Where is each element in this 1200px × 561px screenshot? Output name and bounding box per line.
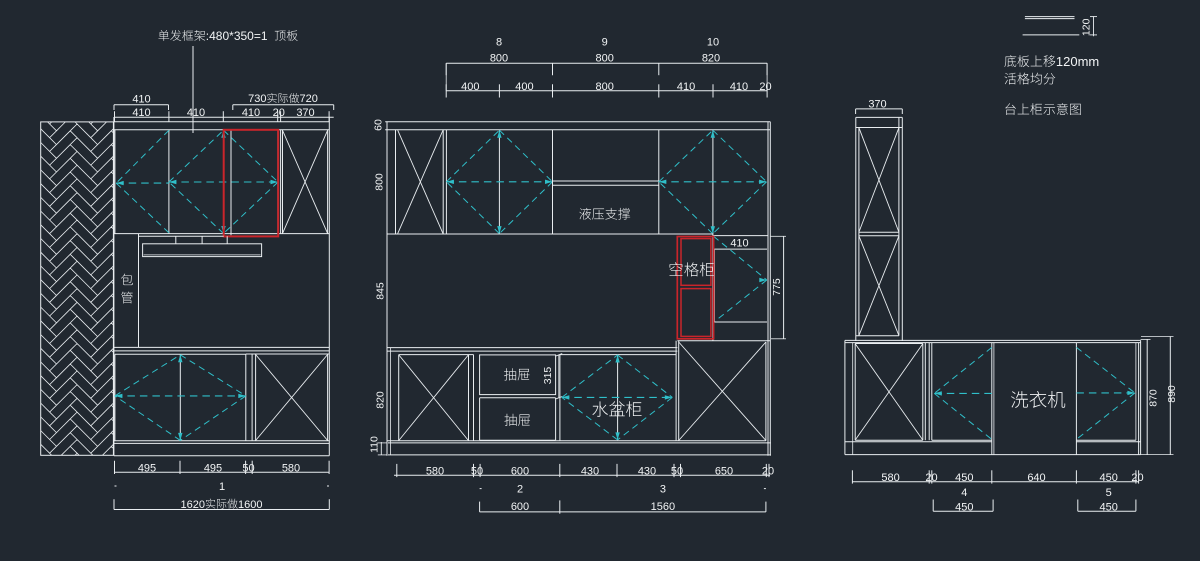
svg-text:800: 800 [374,173,386,191]
svg-text:8: 8 [496,37,502,49]
svg-text:845: 845 [375,282,387,300]
svg-text:580: 580 [881,472,899,484]
svg-text:730: 730 [248,93,266,105]
svg-text:50: 50 [671,466,683,478]
svg-text:580: 580 [426,466,444,478]
svg-text:495: 495 [138,462,156,474]
svg-text:410: 410 [132,107,150,119]
svg-text:800: 800 [596,81,614,93]
svg-text:370: 370 [296,107,314,119]
svg-text:5: 5 [1106,487,1112,499]
svg-text:60: 60 [373,119,385,131]
svg-text:450: 450 [1100,472,1118,484]
svg-text:10: 10 [707,37,719,49]
svg-text:120: 120 [1080,18,1092,36]
svg-text::480*350=1: :480*350=1 [206,29,268,43]
svg-text:870: 870 [1147,389,1159,407]
svg-text:820: 820 [702,53,720,65]
svg-text:495: 495 [204,462,222,474]
svg-text:640: 640 [1027,472,1045,484]
svg-text:400: 400 [461,81,479,93]
svg-text:315: 315 [542,367,554,385]
svg-text:410: 410 [242,107,260,119]
svg-text:580: 580 [282,462,300,474]
svg-text:430: 430 [581,466,599,478]
svg-text:600: 600 [511,501,529,513]
svg-text:4: 4 [961,487,967,499]
svg-text:20: 20 [759,81,771,93]
svg-text:410: 410 [730,81,748,93]
svg-text:50: 50 [471,466,483,478]
svg-text:775: 775 [771,278,783,296]
svg-text:890: 890 [1166,385,1178,403]
svg-text:410: 410 [187,107,205,119]
svg-text:450: 450 [955,472,973,484]
svg-text:1: 1 [219,481,225,493]
svg-text:2: 2 [517,483,523,495]
svg-text:20: 20 [1131,472,1143,484]
svg-text:450: 450 [955,502,973,514]
svg-text:430: 430 [638,466,656,478]
svg-text:600: 600 [511,466,529,478]
svg-text:410: 410 [132,94,150,106]
svg-text:1560: 1560 [651,501,675,513]
svg-text:1620: 1620 [181,499,205,511]
svg-text:1600: 1600 [238,499,262,511]
svg-text:800: 800 [596,53,614,65]
svg-text:450: 450 [1100,502,1118,514]
svg-text:110: 110 [369,436,381,453]
svg-text:9: 9 [602,37,608,49]
svg-text:20: 20 [762,466,774,478]
svg-text:410: 410 [730,237,748,249]
svg-text:410: 410 [677,81,695,93]
svg-text:370: 370 [868,98,886,110]
svg-text:3: 3 [660,483,666,495]
svg-text:720: 720 [300,93,318,105]
svg-text:400: 400 [515,81,533,93]
svg-text:800: 800 [490,53,508,65]
svg-text:20: 20 [273,107,285,119]
svg-text:650: 650 [715,466,733,478]
svg-text:120mm: 120mm [1056,54,1099,69]
svg-text:820: 820 [375,391,387,409]
